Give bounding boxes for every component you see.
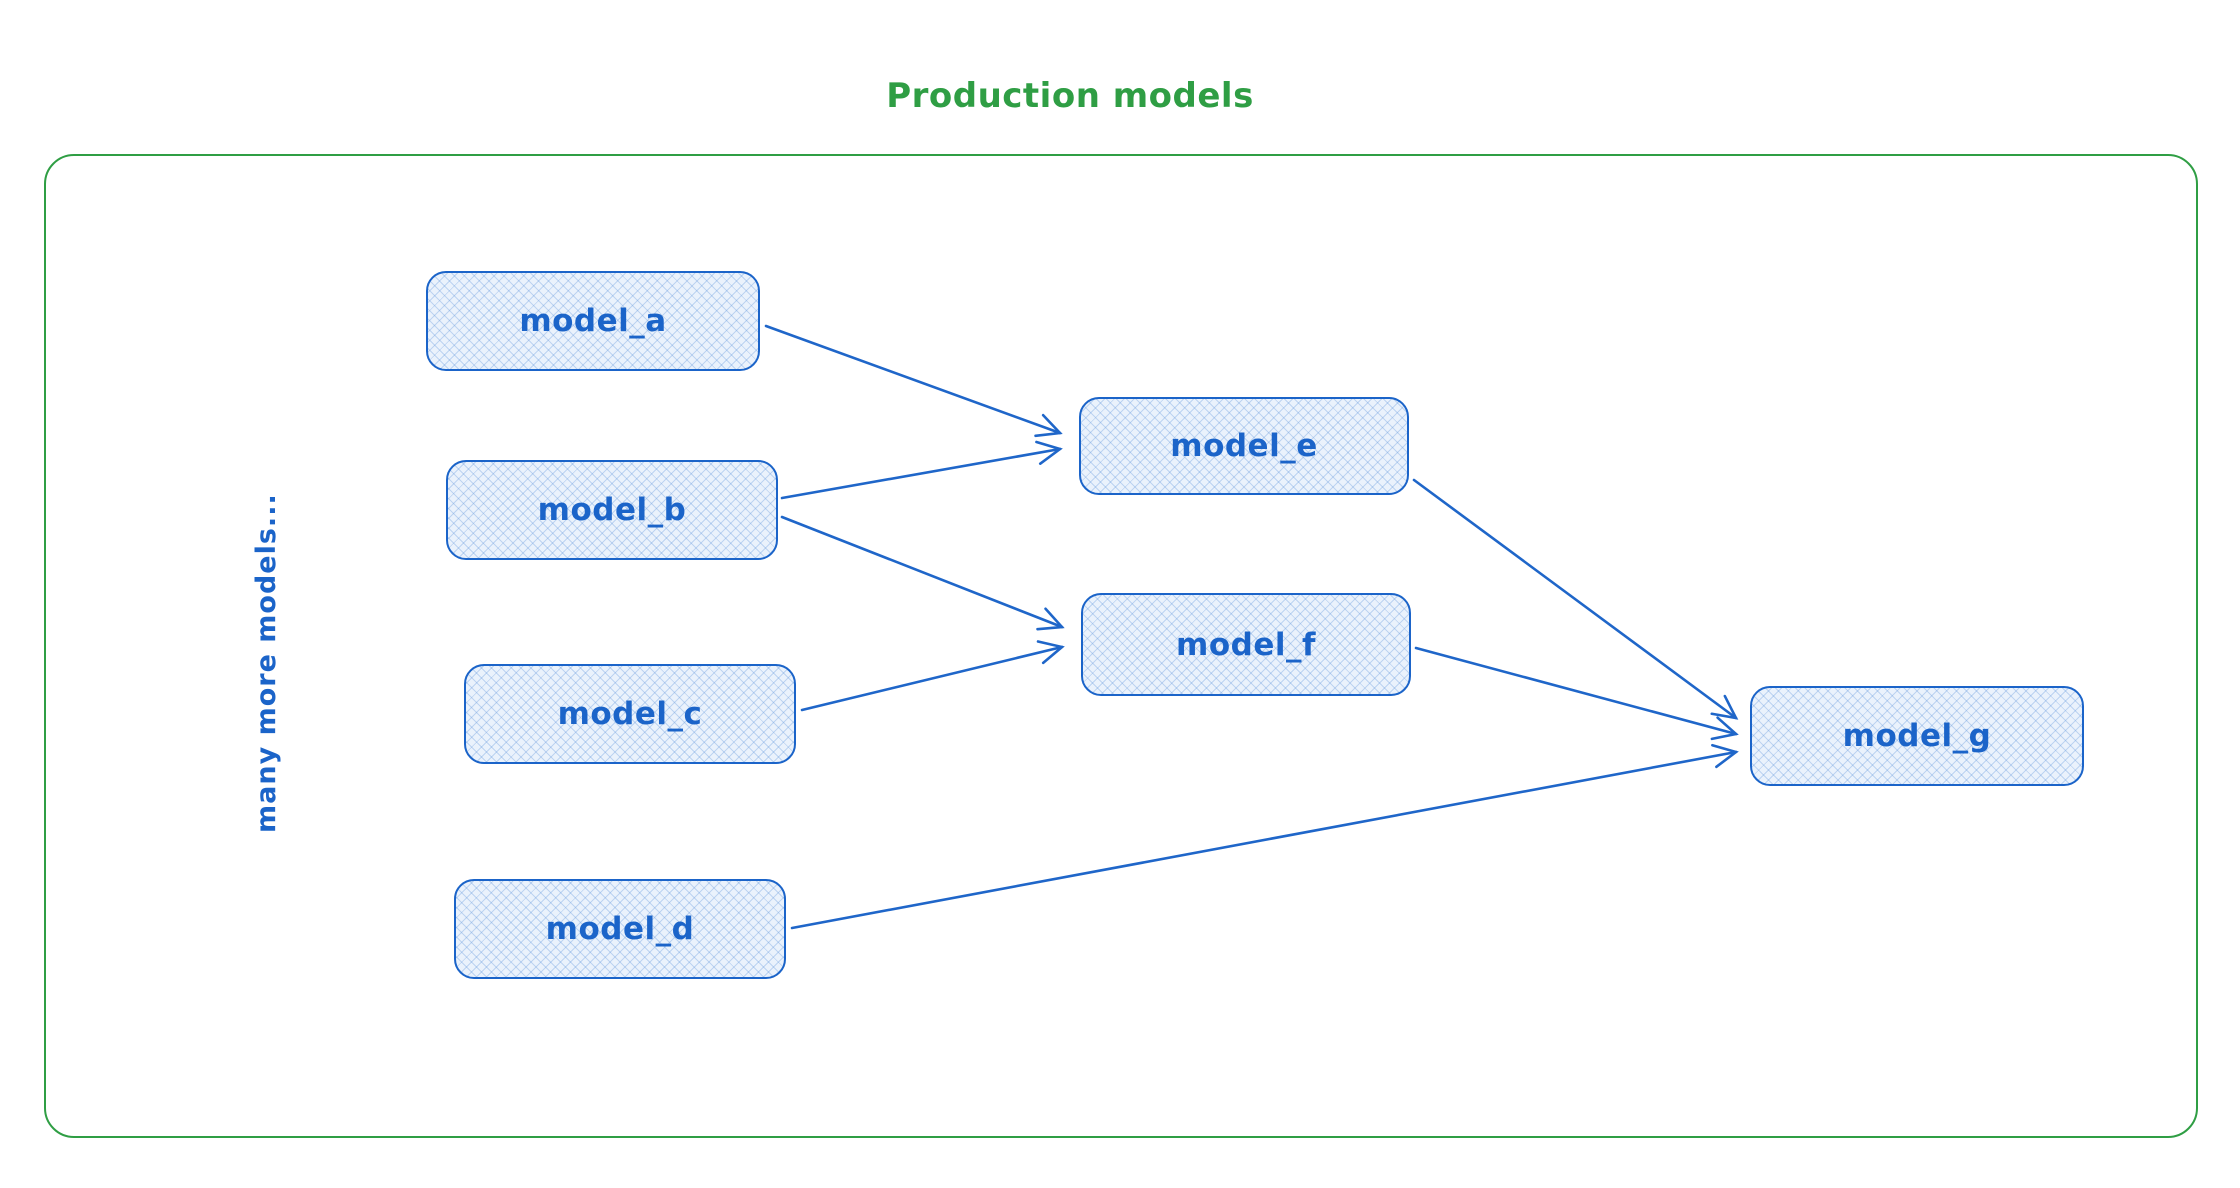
node-model_a[interactable]: model_a <box>426 271 760 371</box>
diagram-title: Production models <box>886 76 1254 116</box>
production-models-frame <box>44 154 2198 1138</box>
node-model_d[interactable]: model_d <box>454 879 786 979</box>
side-label-many-more-models: many more models... <box>251 493 282 833</box>
node-model_g[interactable]: model_g <box>1750 686 2084 786</box>
node-label: model_d <box>545 911 695 947</box>
node-label: model_e <box>1170 428 1318 464</box>
node-model_e[interactable]: model_e <box>1079 397 1409 495</box>
node-label: model_g <box>1842 718 1992 754</box>
node-model_b[interactable]: model_b <box>446 460 778 560</box>
node-label: model_b <box>537 492 687 528</box>
node-label: model_c <box>557 696 703 732</box>
node-label: model_f <box>1176 626 1316 663</box>
node-label: model_a <box>519 303 667 339</box>
node-model_f[interactable]: model_f <box>1081 593 1411 696</box>
node-model_c[interactable]: model_c <box>464 664 796 764</box>
